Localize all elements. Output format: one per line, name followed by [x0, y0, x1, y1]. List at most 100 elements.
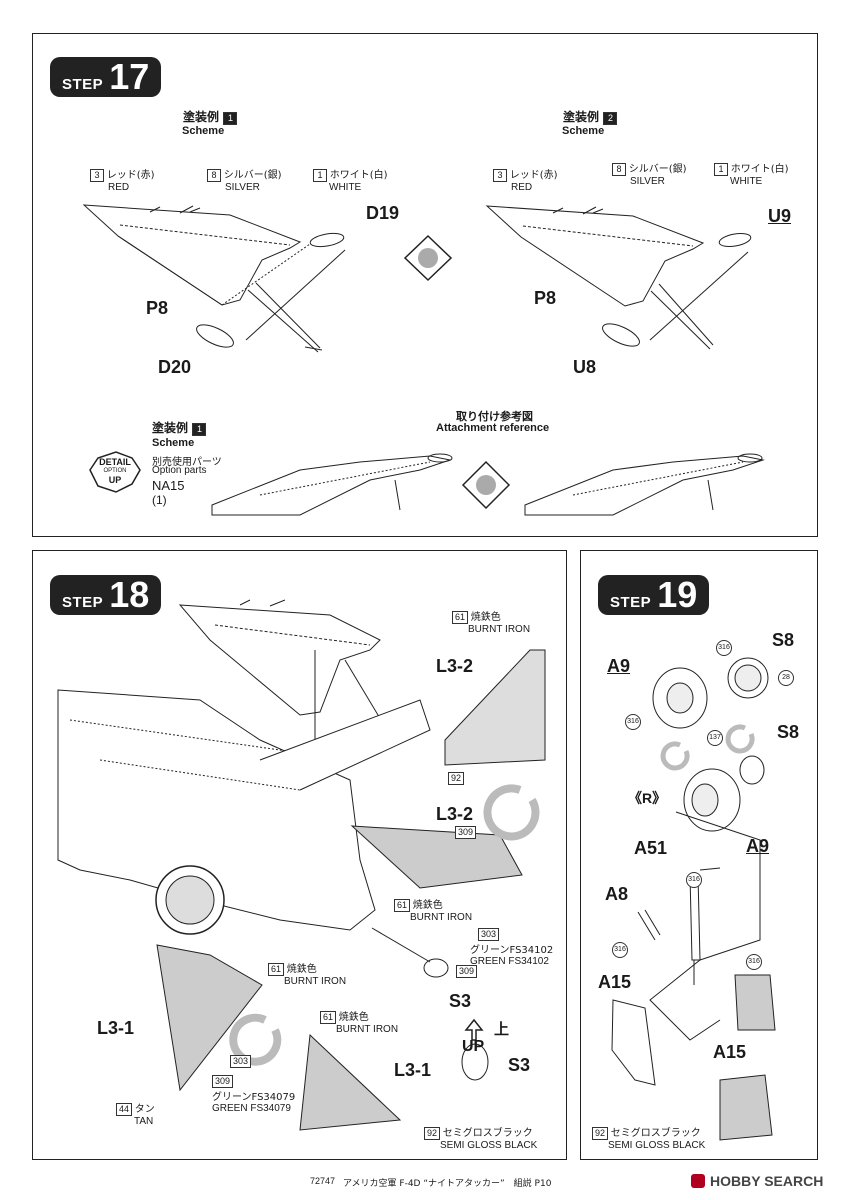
- scheme3-label: 塗装例 1: [152, 419, 207, 437]
- part-l32-mid: L3-2: [436, 804, 474, 824]
- step18-s3-drawing: [371, 927, 489, 1081]
- footer-title: アメリカ空軍 F-4D “ナイトアタッカー” 組説 P10: [343, 1179, 552, 1189]
- step17-panel: [32, 33, 818, 537]
- step19-wheel-a9-top: [652, 667, 708, 729]
- scheme3-num: 1: [192, 423, 207, 436]
- color-en: SILVER: [225, 182, 260, 193]
- up-en: UP: [462, 1038, 485, 1055]
- step19-door-a15-right: [719, 974, 776, 1141]
- part-p8-left: P8: [146, 298, 169, 318]
- color-jp: ホワイト(白): [730, 164, 789, 175]
- color-num: 61: [320, 1011, 337, 1024]
- color-jp: グリーンFS34079: [212, 1092, 296, 1103]
- color-en: BURNT IRON: [468, 624, 531, 635]
- hobby-search-logo-icon: [691, 1174, 705, 1188]
- color-en: BURNT IRON: [284, 976, 347, 987]
- part-a15-left: A15: [598, 972, 632, 992]
- scheme1-num: 1: [223, 112, 238, 125]
- color-num: 3: [493, 169, 507, 182]
- part-a51: A51: [634, 838, 668, 858]
- step19-door-a15-left: [611, 999, 656, 1086]
- round-num: 316: [625, 714, 641, 730]
- part-d20: D20: [158, 357, 192, 377]
- footer-code: 72747: [310, 1176, 336, 1186]
- color-en: SILVER: [630, 176, 665, 187]
- step18-badge: STEP 18: [50, 574, 162, 615]
- part-a9-top: A9: [607, 656, 631, 676]
- step-word: STEP: [62, 594, 104, 611]
- swap-icon-2: [461, 460, 511, 510]
- color-en: RED: [108, 182, 130, 193]
- step17-badge: STEP 17: [50, 57, 162, 97]
- step19-panel: [580, 550, 818, 1160]
- color-num: 1: [313, 169, 327, 182]
- color-num: 303: [478, 928, 500, 941]
- color-en: SEMI GLOSS BLACK: [440, 1140, 538, 1151]
- swap-icon-1: [403, 234, 453, 282]
- color-jp: セミグロスブラック: [442, 1128, 533, 1139]
- part-l31-left: L3-1: [97, 1018, 135, 1038]
- round-num: 316: [746, 954, 762, 970]
- color-num: 92: [424, 1127, 441, 1140]
- color-jp: ホワイト(白): [329, 170, 388, 181]
- step17-attach-right-drawing: [524, 453, 765, 516]
- part-s8-bottom: S8: [777, 722, 800, 742]
- rnum-316-d: 316: [612, 938, 628, 958]
- color-en: WHITE: [329, 182, 362, 193]
- step19-color-92: 92 セミグロスブラック SEMI GLOSS BLACK: [592, 1124, 705, 1151]
- color-61-a: 61 焼鉄色 BURNT IRON: [452, 608, 530, 635]
- color-jp: 焼鉄色: [470, 612, 501, 623]
- round-num: 316: [716, 640, 732, 656]
- step-number: 18: [109, 574, 150, 615]
- color-en: RED: [511, 182, 533, 193]
- color-en: GREEN FS34102: [470, 956, 549, 967]
- step19-rotate-arrows: [660, 724, 755, 771]
- watermark-text: HOBBY SEARCH: [710, 1173, 824, 1189]
- color-92-b: 92 セミグロスブラック SEMI GLOSS BLACK: [424, 1124, 537, 1151]
- color-callout-red-right: 3 レッド(赤) RED: [493, 166, 558, 193]
- part-a15-right: A15: [713, 1042, 747, 1062]
- color-num: 1: [714, 163, 728, 176]
- color-en: WHITE: [730, 176, 763, 187]
- step19-arm-a8: [637, 909, 661, 941]
- round-num: 137: [707, 730, 723, 746]
- round-num: 28: [778, 670, 794, 686]
- rnum-137: 137: [707, 726, 723, 746]
- step-word: STEP: [610, 594, 652, 611]
- up-jp: 上: [494, 1020, 510, 1038]
- color-jp: 焼鉄色: [286, 964, 317, 975]
- color-callout-white-left: 1 ホワイト(白) WHITE: [313, 166, 388, 193]
- detail-up-badge-drawing: [89, 451, 141, 493]
- color-61-c: 61 焼鉄色 BURNT IRON: [268, 960, 346, 987]
- rotate-arrow-1: [483, 784, 540, 841]
- step17-attach-left-drawing: [211, 453, 453, 516]
- part-u9: U9: [768, 206, 792, 226]
- scheme2-num: 2: [603, 112, 618, 125]
- step19-hub-s8-top: [727, 657, 769, 699]
- detail-line3: UP: [108, 475, 122, 485]
- rnum-316-e: 316: [746, 950, 762, 970]
- color-num: 309: [456, 965, 478, 978]
- color-jp: シルバー(銀): [223, 170, 282, 181]
- color-61-d: 61 焼鉄色 BURNT IRON: [320, 1008, 398, 1035]
- color-num: 8: [207, 169, 221, 182]
- color-jp: 焼鉄色: [338, 1012, 369, 1023]
- step18-fuselage-drawing: [57, 689, 431, 935]
- color-en: BURNT IRON: [410, 912, 473, 923]
- part-l32-top: L3-2: [436, 656, 474, 676]
- step18-l31-right-drawing: [299, 1033, 402, 1131]
- step19-wheel-a9-bottom: [683, 768, 741, 832]
- color-num: 309: [455, 826, 477, 839]
- color-309-c: 309 グリーンFS34079 GREEN FS34079: [212, 1075, 295, 1114]
- rnum-316-b: 316: [625, 710, 641, 730]
- option-parts-en: Option parts: [152, 465, 207, 476]
- color-num: 92: [448, 772, 465, 785]
- part-a9-bottom: A9: [746, 836, 770, 856]
- scheme1-jp: 塗装例: [183, 110, 220, 124]
- round-num: 316: [612, 942, 628, 958]
- color-callout-silver-right: 8 シルバー(銀) SILVER: [612, 160, 687, 187]
- part-s3-up: S3: [508, 1055, 531, 1075]
- step18-l31-left-drawing: [156, 944, 263, 1092]
- color-309-a: 309: [455, 826, 477, 839]
